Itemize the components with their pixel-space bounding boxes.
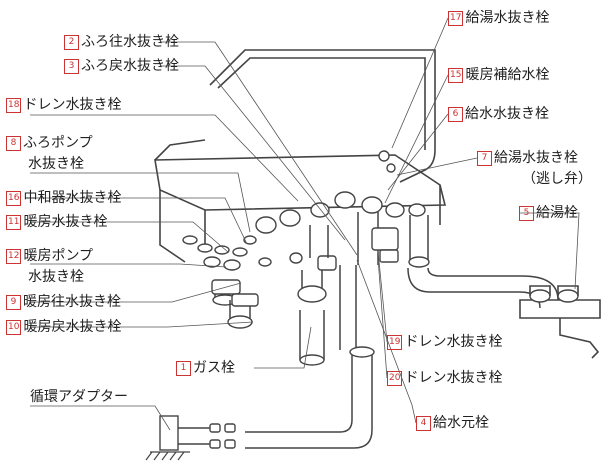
- label-number: 7: [477, 150, 492, 166]
- label-number: 6: [448, 106, 463, 122]
- hot-water-pipe: [407, 215, 559, 309]
- label-text: ふろ往水抜き栓: [81, 34, 179, 50]
- label-text: 給湯水抜き栓: [494, 150, 578, 166]
- label-text: 給湯水抜き栓: [465, 10, 550, 26]
- label-furo-pump-drain-line2: 水抜き栓: [28, 156, 84, 172]
- label-number: 1: [176, 360, 191, 376]
- label-text: ドレン水抜き栓: [23, 97, 122, 113]
- leader-lines: [30, 17, 580, 431]
- label-number: 5: [519, 205, 534, 221]
- label-number: 10: [6, 319, 22, 335]
- faucet: [519, 285, 601, 359]
- circulation-adapter: [145, 415, 236, 461]
- label-text: ふろ戻水抜き栓: [81, 58, 179, 74]
- heating-pipes: [211, 279, 259, 329]
- label-number: 19: [387, 334, 403, 350]
- label-number: 12: [6, 248, 22, 264]
- label-number: 2: [64, 34, 79, 50]
- label-heating-pump-drain-line2: 水抜き栓: [28, 269, 84, 285]
- label-number: 8: [6, 135, 21, 151]
- label-text: ガス栓: [193, 360, 235, 376]
- label-number: 11: [6, 214, 22, 230]
- label-number: 9: [6, 294, 21, 310]
- label-text: 給水水抜き栓: [465, 106, 549, 122]
- label-text: ふろポンプ: [23, 135, 93, 151]
- label-text: 中和器水抜き栓: [23, 190, 122, 206]
- label-text: ドレン水抜き栓: [404, 370, 503, 386]
- label-text: 暖房戻水抜き栓: [23, 319, 122, 335]
- water-heater-unit: [154, 49, 447, 263]
- label-number: 4: [416, 415, 431, 431]
- label-text: ドレン水抜き栓: [404, 334, 503, 350]
- label-number: 17: [448, 10, 464, 26]
- label-number: 3: [64, 58, 79, 74]
- label-number: 18: [6, 97, 22, 113]
- gas-pipe: [297, 255, 337, 366]
- label-text: 暖房補給水栓: [465, 67, 550, 83]
- label-number: 16: [6, 190, 22, 206]
- label-text: 暖房ポンプ: [23, 248, 94, 264]
- label-hot-water-relief-valve-line2: （逃し弁）: [522, 171, 592, 187]
- label-number: 20: [387, 370, 403, 386]
- label-number: 15: [448, 67, 464, 83]
- label-text: 給水元栓: [433, 415, 489, 431]
- center-pipes: [245, 212, 399, 449]
- label-text: 暖房往水抜き栓: [23, 294, 121, 310]
- label-text: 給湯栓: [536, 205, 578, 221]
- label-circulation-adapter: 循環アダプター: [30, 389, 128, 405]
- label-text: 暖房水抜き栓: [23, 214, 108, 230]
